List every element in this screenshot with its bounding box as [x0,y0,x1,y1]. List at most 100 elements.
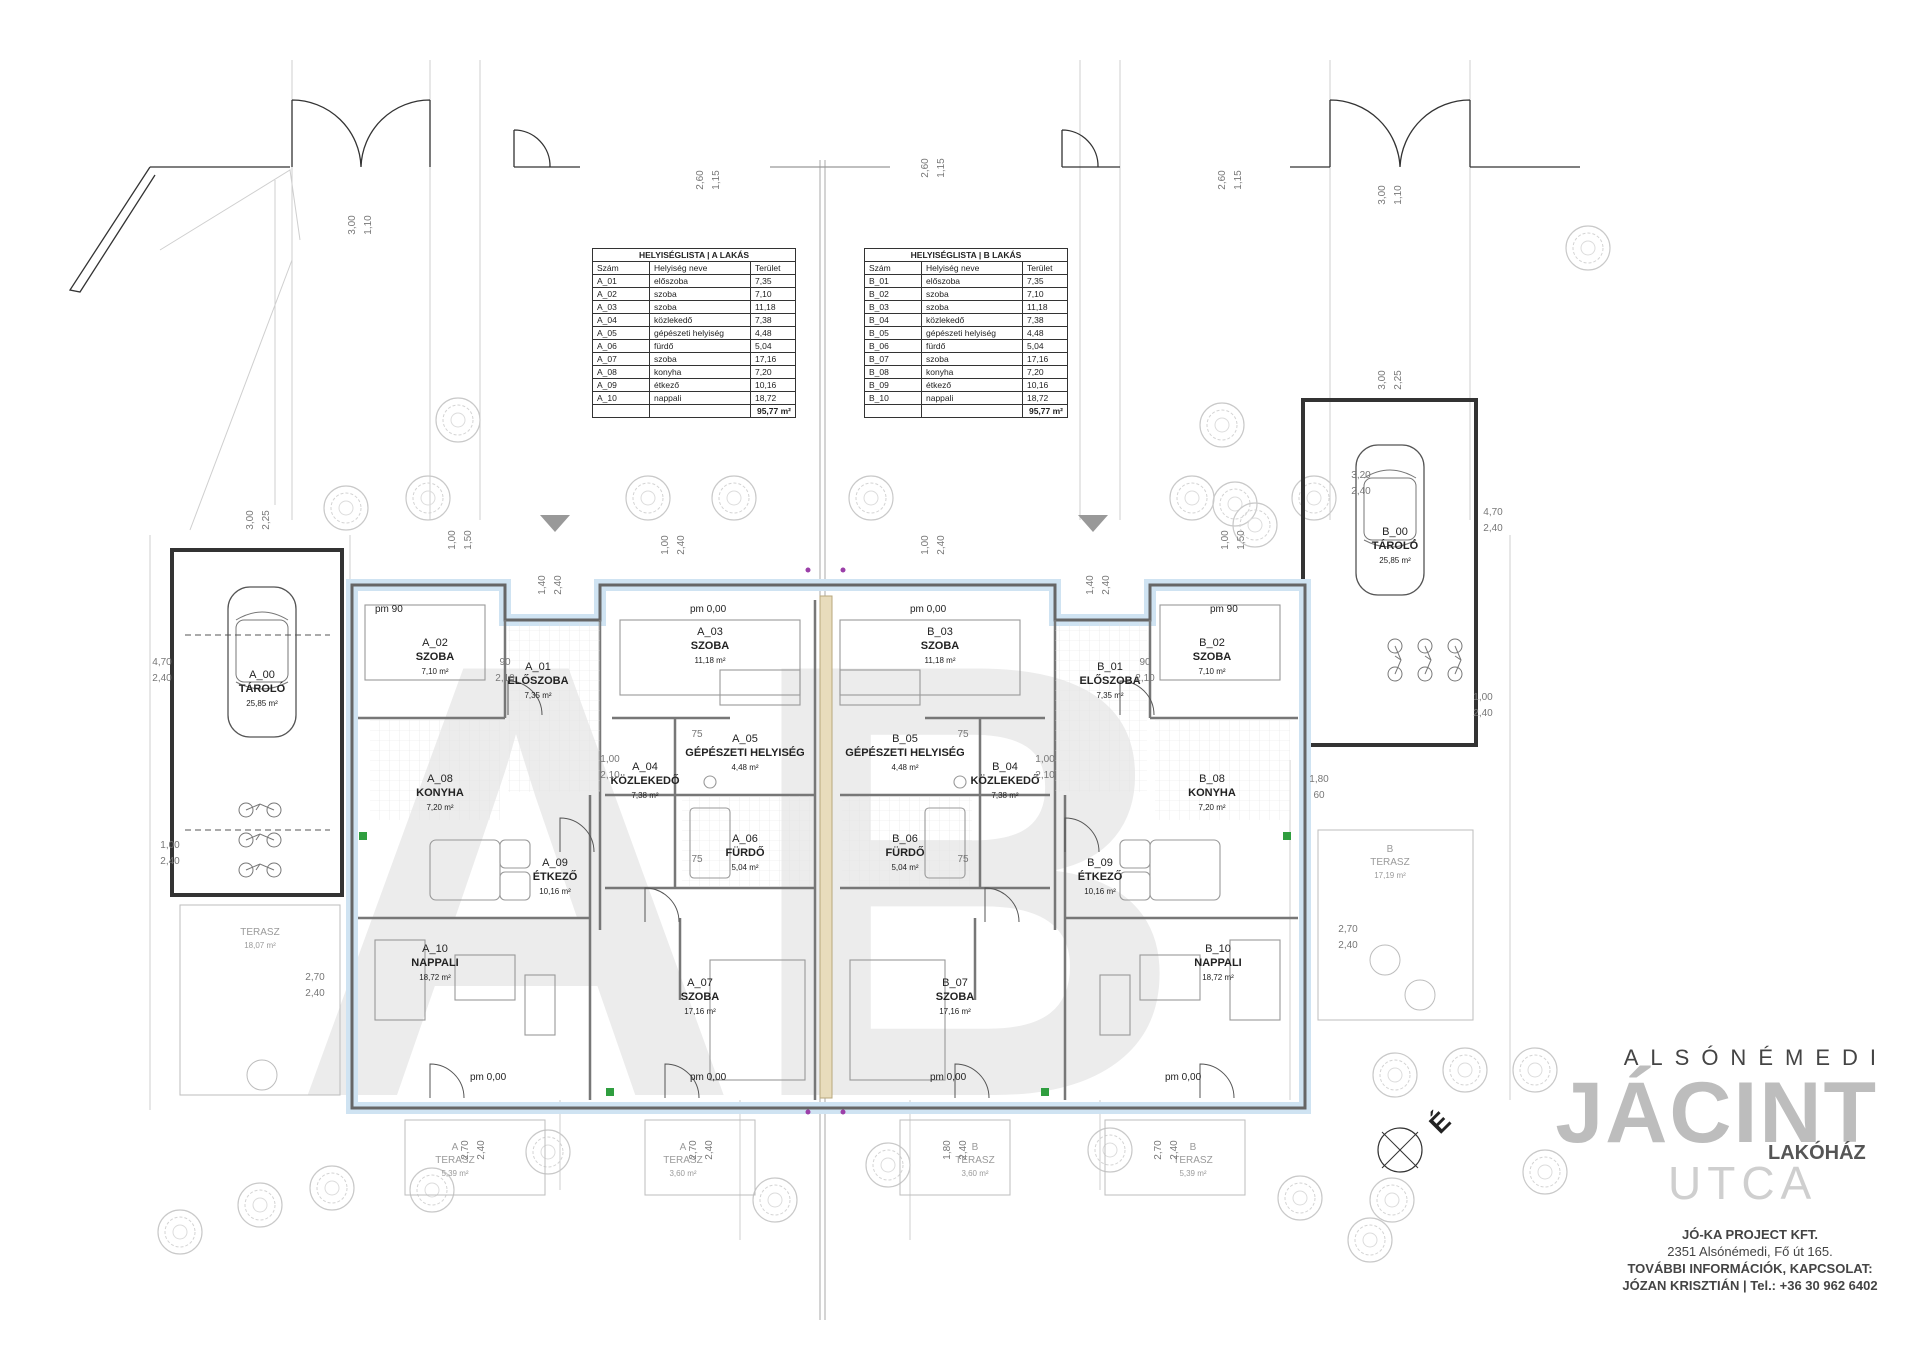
dim: 2,70 [688,1140,699,1160]
svg-text:KONYHA: KONYHA [416,787,464,799]
dim: 1,50 [463,530,474,550]
dim: 2,40 [676,535,687,555]
svg-text:KÖZLEKEDŐ: KÖZLEKEDŐ [970,774,1040,787]
svg-text:17,19 m²: 17,19 m² [1374,871,1406,880]
dim: 1,80 [1309,774,1329,785]
svg-text:A: A [452,1142,459,1153]
dim: 1,15 [1233,170,1244,190]
room-list-a-title: HELYISÉGLISTA | A LAKÁS [592,248,796,262]
dim: 75 [957,729,969,740]
title-building: LAKÓHÁZ [1768,1142,1866,1164]
col-header: Terület [750,261,796,275]
col-header: Szám [864,261,922,275]
dim: 2,25 [261,510,272,530]
company-name: JÓ-KA PROJECT KFT. [1681,1227,1819,1242]
level-b-07: pm 0,00 [930,1072,967,1083]
svg-text:SZOBA: SZOBA [681,991,720,1003]
entrance-markers [540,515,1108,532]
svg-text:KONYHA: KONYHA [1188,787,1236,799]
svg-text:3,60 m²: 3,60 m² [669,1169,696,1178]
svg-text:A: A [680,1142,687,1153]
svg-text:TERASZ: TERASZ [1173,1155,1212,1166]
dim: 2,40 [936,535,947,555]
svg-text:A_08: A_08 [427,773,453,785]
dim: 2,40 [1101,575,1112,595]
level-a-10: pm 0,00 [470,1072,507,1083]
svg-text:25,85 m²: 25,85 m² [246,699,278,708]
dim: 3,00 [245,510,256,530]
dim: 1,15 [936,158,947,178]
dim: 90 [1139,657,1151,668]
svg-text:SZOBA: SZOBA [936,991,975,1003]
dim: 2,40 [553,575,564,595]
dim: 2,40 [152,673,172,684]
svg-text:A_06: A_06 [732,833,758,845]
title-town: ALSÓNÉMEDI [1623,1045,1888,1070]
markers [805,567,846,1115]
svg-text:TÁROLÓ: TÁROLÓ [1372,539,1419,552]
dim: 2,40 [1351,486,1371,497]
svg-text:A_04: A_04 [632,761,658,773]
title-street: JÁCINT [1555,1065,1878,1161]
svg-text:A_03: A_03 [697,626,723,638]
dim: 4,70 [152,657,172,668]
svg-text:B_01: B_01 [1097,661,1123,673]
svg-text:SZOBA: SZOBA [691,640,730,652]
dim: 1,50 [1236,530,1247,550]
svg-text:11,18 m²: 11,18 m² [695,656,726,665]
svg-text:5,39 m²: 5,39 m² [1179,1169,1206,1178]
dim: 1,10 [1393,185,1404,205]
svg-text:A_05: A_05 [732,733,758,745]
col-header: Helyiség neve [921,261,1023,275]
dim: 1,00 [1220,530,1231,550]
svg-text:7,35 m²: 7,35 m² [524,691,551,700]
svg-text:B_03: B_03 [927,626,953,638]
dim: 2,60 [1217,170,1228,190]
dim: 2,40 [1338,940,1358,951]
svg-text:18,72 m²: 18,72 m² [1202,973,1234,982]
svg-text:B: B [1387,844,1394,855]
svg-text:B_08: B_08 [1199,773,1225,785]
dim: 75 [691,729,703,740]
svg-text:B: B [972,1142,979,1153]
svg-text:A_10: A_10 [422,943,448,955]
dim: 2,40 [1473,708,1493,719]
svg-text:A_09: A_09 [542,857,568,869]
dim: 2,70 [1338,924,1358,935]
svg-text:17,16 m²: 17,16 m² [939,1007,971,1016]
svg-text:TERASZ: TERASZ [1370,857,1409,868]
svg-text:B_07: B_07 [942,977,968,989]
svg-text:4,48 m²: 4,48 m² [731,763,758,772]
svg-text:5,04 m²: 5,04 m² [891,863,918,872]
svg-text:25,85 m²: 25,85 m² [1379,556,1411,565]
col-header: Szám [592,261,650,275]
room-list-b-title: HELYISÉGLISTA | B LAKÁS [864,248,1068,262]
svg-text:É: É [1423,1106,1456,1139]
svg-text:B_04: B_04 [992,761,1018,773]
dim: 2,40 [305,988,325,999]
dim: 2,60 [695,170,706,190]
svg-text:SZOBA: SZOBA [416,651,455,663]
